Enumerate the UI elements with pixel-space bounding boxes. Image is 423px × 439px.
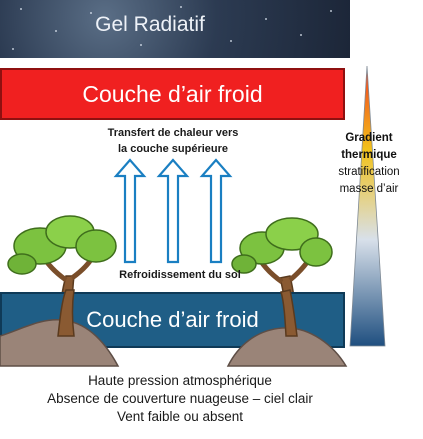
- ground-cooling-label: Refroidissement du sol: [119, 269, 241, 281]
- upward-arrow-icon: [113, 158, 147, 264]
- heat-transfer-label: Transfert de chaleur vers la couche supé…: [86, 125, 260, 157]
- gradient-line-3: stratification: [338, 166, 400, 178]
- star-icon: [55, 30, 57, 32]
- star-icon: [12, 48, 14, 50]
- gradient-line-4: masse d’air: [339, 183, 399, 195]
- night-sky-banner: [0, 0, 350, 58]
- tree-trunk: [280, 289, 298, 337]
- star-icon: [90, 12, 92, 14]
- gradient-line-2: thermique: [341, 149, 397, 161]
- upward-arrow-icon: [156, 158, 190, 264]
- condition-item: Vent faible ou absent: [116, 409, 244, 424]
- tree-trunk: [57, 289, 75, 337]
- top-cold-air-layer: [0, 68, 345, 120]
- heat-transfer-line-2: la couche supérieure: [117, 143, 229, 155]
- star-icon: [140, 44, 142, 46]
- upward-arrow-icon: [199, 158, 233, 264]
- thermal-gradient-triangle: [349, 65, 386, 347]
- star-icon: [300, 34, 302, 36]
- condition-item: Absence de couverture nuageuse – ciel cl…: [47, 391, 313, 406]
- star-icon: [230, 40, 232, 42]
- tree-icon: [7, 215, 117, 331]
- bottom-cold-air-label: Couche d’air froid: [86, 307, 259, 332]
- condition-item: Haute pression atmosphérique: [88, 373, 272, 388]
- star-icon: [265, 18, 267, 20]
- heat-transfer-line-1: Transfert de chaleur vers: [107, 127, 239, 139]
- top-cold-air-label: Couche d’air froid: [82, 81, 263, 107]
- star-icon: [180, 6, 182, 8]
- star-icon: [20, 8, 22, 10]
- page-title: Gel Radiatif: [95, 13, 205, 36]
- gradient-line-1: Gradient: [345, 132, 393, 144]
- rock-icon: [226, 327, 348, 367]
- star-icon: [330, 10, 332, 12]
- conditions-list: Haute pression atmosphérique Absence de …: [0, 372, 360, 426]
- thermal-gradient-label: Gradient thermique stratification masse …: [318, 130, 420, 198]
